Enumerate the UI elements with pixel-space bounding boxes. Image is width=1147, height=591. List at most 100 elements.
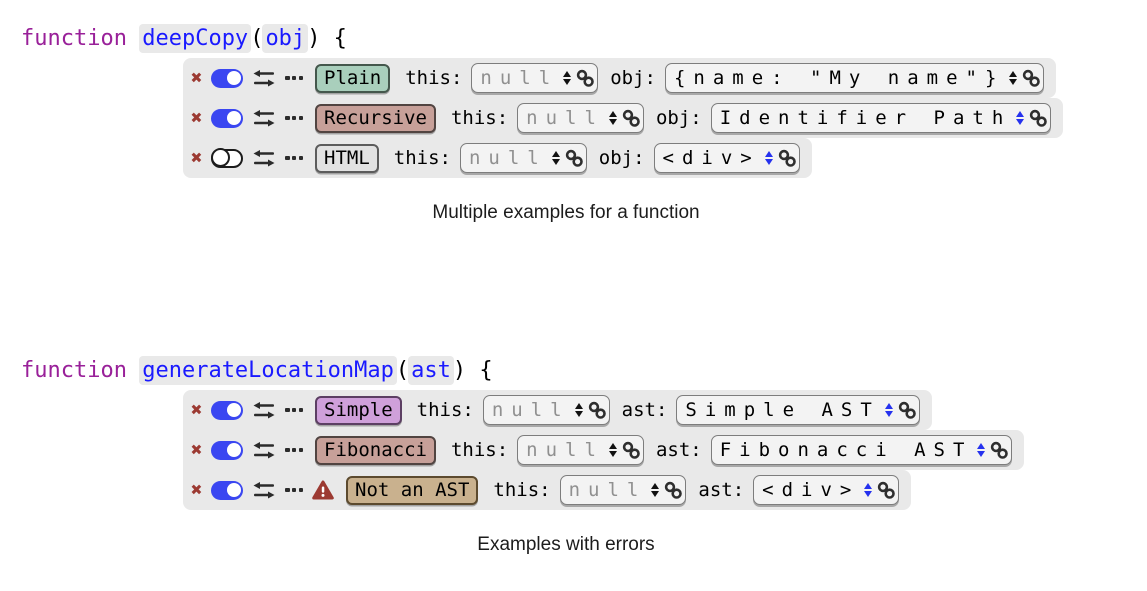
value-text: null <box>526 439 604 461</box>
example-row: ✖ Fibonacci this: null ast: Fibonacci AS… <box>183 430 1025 470</box>
example-rows: ✖ Plain this: null obj: {name: "My name"… <box>183 58 1147 178</box>
enabled-toggle[interactable] <box>211 440 244 460</box>
delete-example-icon[interactable]: ✖ <box>191 398 203 421</box>
link-icon[interactable] <box>622 109 640 127</box>
more-options-icon[interactable] <box>285 447 304 453</box>
value-text: {name: "My name"} <box>673 67 1005 89</box>
toggle-knob <box>226 443 241 457</box>
arg-value-box[interactable]: <div> <box>653 143 800 173</box>
arg-value-box[interactable]: Identifier Path <box>710 103 1052 133</box>
examples-panel: function deepCopy(obj) { ✖ Plain this: n… <box>21 24 1147 555</box>
arg-value-box[interactable]: Simple AST <box>676 395 920 425</box>
arg-label: obj: <box>655 107 702 129</box>
value-stepper-icon[interactable] <box>574 402 583 418</box>
function-name[interactable]: deepCopy <box>139 24 252 53</box>
value-stepper-icon[interactable] <box>1016 110 1025 126</box>
this-value-box[interactable]: null <box>559 475 687 505</box>
value-text: Identifier Path <box>719 107 1012 129</box>
example-name-badge[interactable]: HTML <box>315 143 379 173</box>
example-name-badge[interactable]: Fibonacci <box>315 435 436 465</box>
warning-triangle-icon[interactable] <box>312 480 334 500</box>
this-value-box[interactable]: null <box>517 103 644 133</box>
this-value-box[interactable]: null <box>459 143 587 173</box>
example-row: ✖ HTML this: null obj: <div> <box>183 138 812 178</box>
link-icon[interactable] <box>877 481 896 499</box>
more-options-icon[interactable] <box>285 115 304 121</box>
enabled-toggle[interactable] <box>211 480 244 500</box>
delete-example-icon[interactable]: ✖ <box>191 146 203 169</box>
value-stepper-icon[interactable] <box>864 482 873 498</box>
value-stepper-icon[interactable] <box>551 150 560 166</box>
arg-value-box[interactable]: <div> <box>753 475 900 505</box>
swap-arrows-icon[interactable] <box>252 481 276 500</box>
swap-arrows-icon[interactable] <box>252 69 276 88</box>
enabled-toggle[interactable] <box>211 108 244 128</box>
example-name-badge[interactable]: Plain <box>315 63 391 93</box>
link-icon[interactable] <box>622 441 640 459</box>
swap-arrows-icon[interactable] <box>252 441 276 460</box>
arg-label: ast: <box>655 439 702 461</box>
example-row: ✖ Recursive this: null obj: Identifier P… <box>183 98 1064 138</box>
example-name-badge[interactable]: Not an AST <box>346 475 479 505</box>
arg-label: ast: <box>698 479 745 501</box>
example-name-badge[interactable]: Simple <box>315 395 402 425</box>
link-icon[interactable] <box>664 481 683 499</box>
swap-arrows-icon[interactable] <box>252 401 276 420</box>
toggle-knob <box>226 483 241 497</box>
value-text: null <box>468 147 547 169</box>
example-name-badge[interactable]: Recursive <box>315 103 436 133</box>
link-icon[interactable] <box>588 401 606 419</box>
link-icon[interactable] <box>898 401 916 419</box>
toggle-knob <box>211 148 231 168</box>
link-icon[interactable] <box>990 441 1009 459</box>
function-block-deepcopy: function deepCopy(obj) { ✖ Plain this: n… <box>21 24 1147 224</box>
toggle-knob <box>226 403 241 417</box>
value-text: null <box>491 399 570 421</box>
function-signature-line: function generateLocationMap(ast) { <box>21 356 1147 385</box>
this-value-box[interactable]: null <box>517 435 644 465</box>
function-param[interactable]: obj <box>262 24 309 53</box>
arg-label: ast: <box>621 399 668 421</box>
arg-value-box[interactable]: {name: "My name"} <box>664 63 1045 93</box>
arg-value-box[interactable]: Fibonacci AST <box>710 435 1013 465</box>
enabled-toggle[interactable] <box>211 148 244 168</box>
swap-arrows-icon[interactable] <box>252 149 276 168</box>
delete-example-icon[interactable]: ✖ <box>191 66 203 89</box>
function-signature-line: function deepCopy(obj) { <box>21 24 1147 53</box>
value-stepper-icon[interactable] <box>608 110 617 126</box>
value-stepper-icon[interactable] <box>764 150 773 166</box>
value-stepper-icon[interactable] <box>608 442 617 458</box>
example-rows: ✖ Simple this: null ast: Simple AST <box>183 390 1147 510</box>
delete-example-icon[interactable]: ✖ <box>191 478 203 501</box>
swap-arrows-icon[interactable] <box>252 109 276 128</box>
link-icon[interactable] <box>1029 109 1048 127</box>
delete-example-icon[interactable]: ✖ <box>191 106 203 129</box>
example-row: ✖ Not an AST this: null ast: <div> <box>183 470 912 510</box>
this-label: this: <box>450 107 509 129</box>
value-stepper-icon[interactable] <box>1009 70 1018 86</box>
this-value-box[interactable]: null <box>471 63 599 93</box>
link-icon[interactable] <box>565 149 583 167</box>
value-stepper-icon[interactable] <box>884 402 893 418</box>
enabled-toggle[interactable] <box>211 400 244 420</box>
value-stepper-icon[interactable] <box>651 482 660 498</box>
more-options-icon[interactable] <box>285 75 304 81</box>
more-options-icon[interactable] <box>285 407 304 413</box>
value-text: null <box>480 67 559 89</box>
function-name[interactable]: generateLocationMap <box>139 356 397 385</box>
this-value-box[interactable]: null <box>482 395 610 425</box>
more-options-icon[interactable] <box>285 487 304 493</box>
link-icon[interactable] <box>778 149 796 167</box>
value-stepper-icon[interactable] <box>563 70 572 86</box>
function-param[interactable]: ast <box>408 356 454 385</box>
punct-open: ( <box>395 358 410 383</box>
block-caption: Examples with errors <box>477 534 655 555</box>
link-icon[interactable] <box>576 69 594 87</box>
arg-label: obj: <box>610 67 656 89</box>
link-icon[interactable] <box>1022 69 1041 87</box>
enabled-toggle[interactable] <box>211 68 244 88</box>
delete-example-icon[interactable]: ✖ <box>191 438 203 461</box>
value-text: <div> <box>662 147 760 169</box>
value-stepper-icon[interactable] <box>977 442 986 458</box>
more-options-icon[interactable] <box>285 155 304 161</box>
